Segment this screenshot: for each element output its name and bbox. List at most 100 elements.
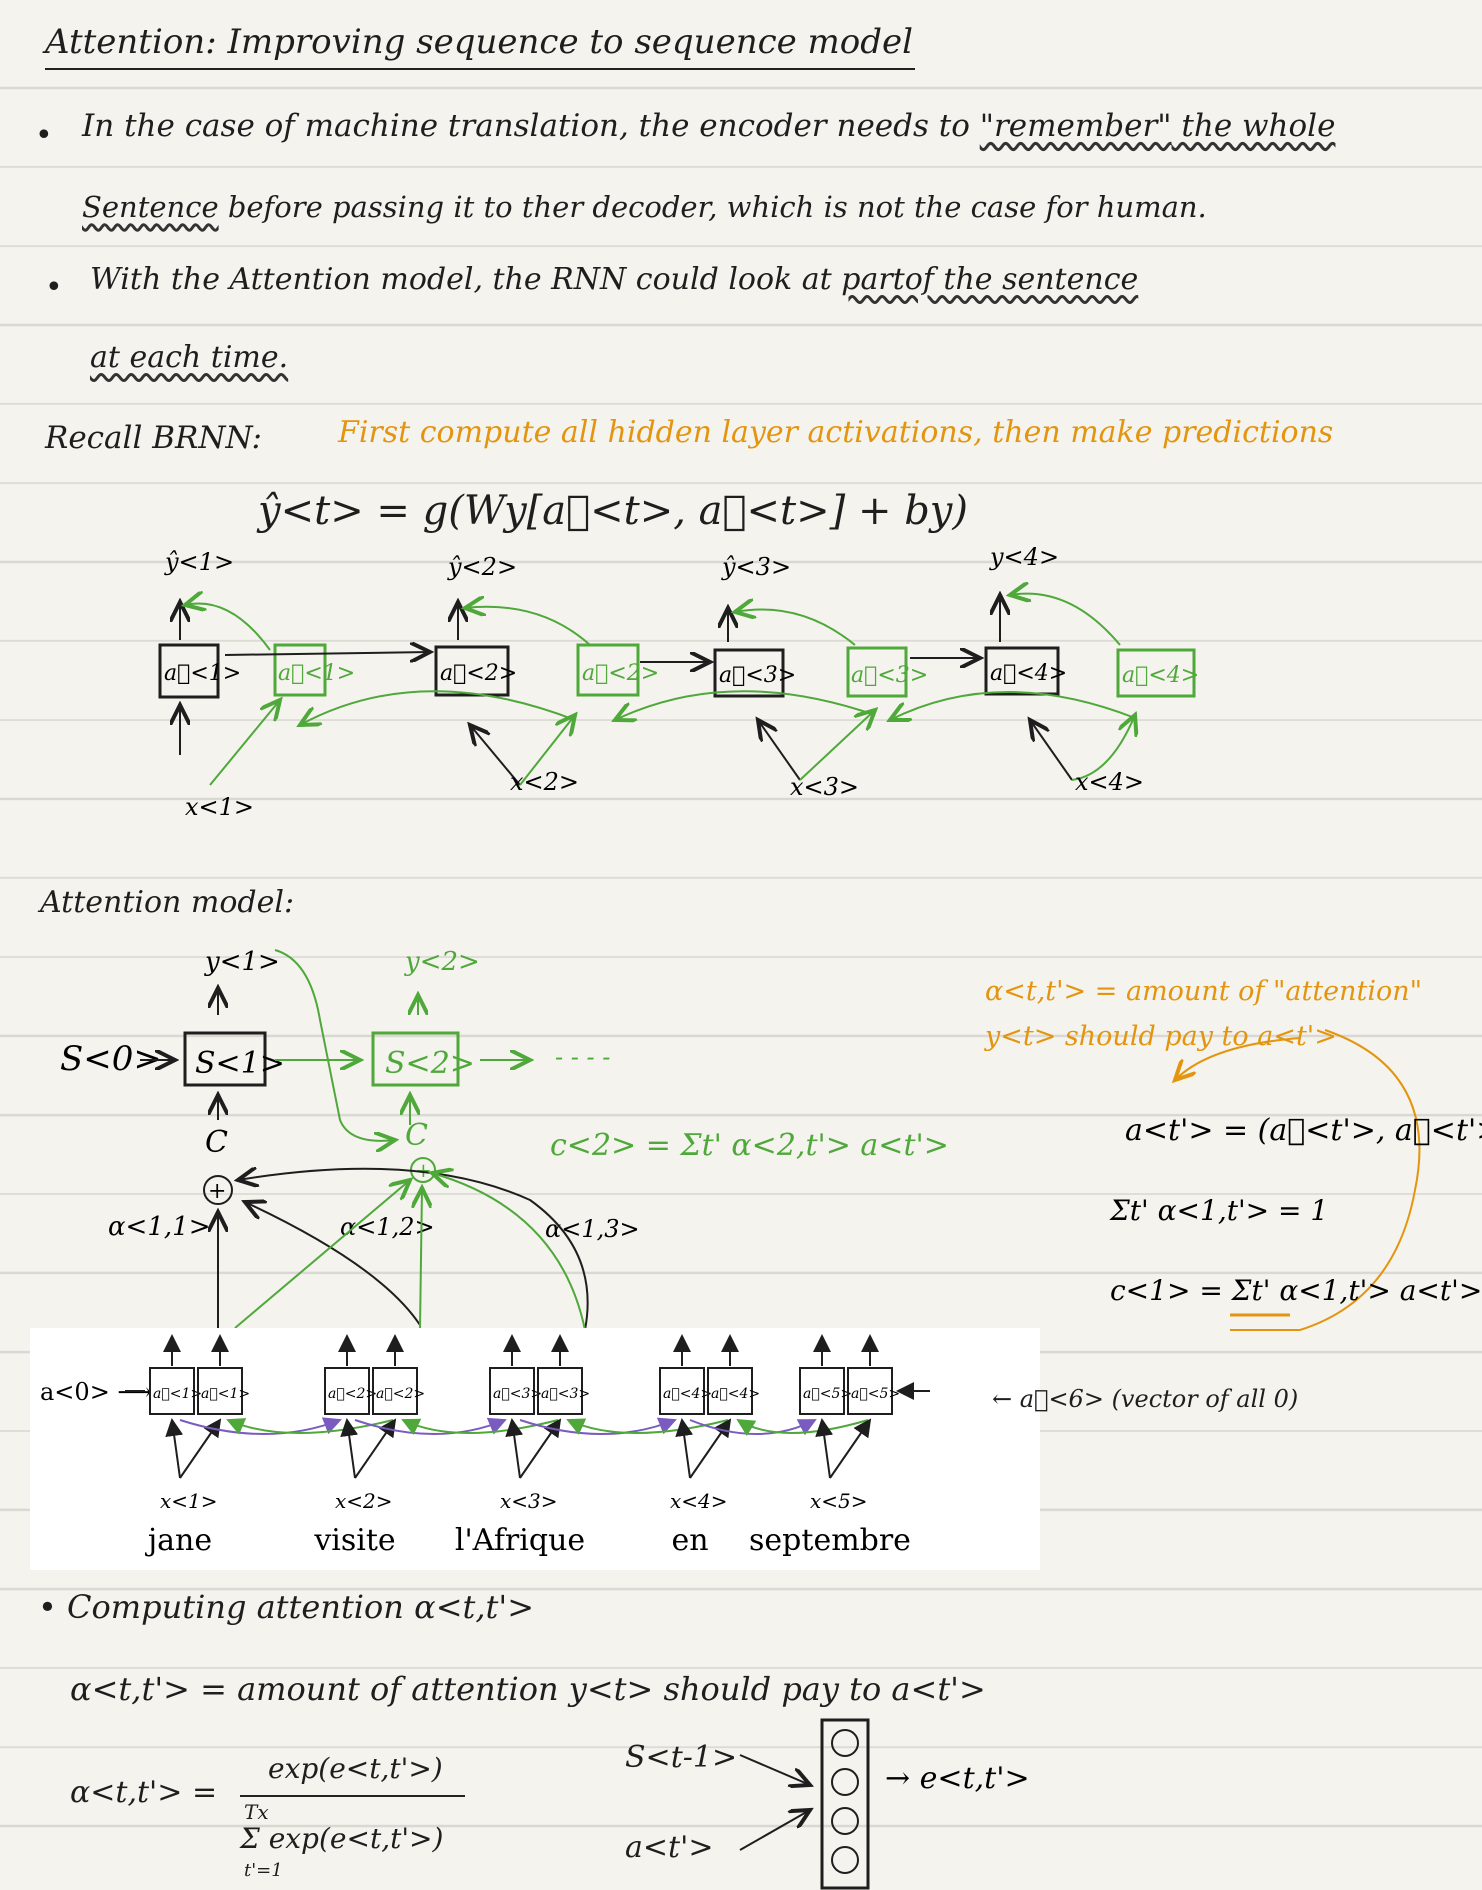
enc-input-arrow [815, 1418, 834, 1479]
enc-forward-link [179, 1417, 342, 1435]
enc-backward-link [401, 1418, 559, 1436]
fwd-cell-2 [434, 645, 510, 697]
bwd-cell-label-3: a⃖<3> [851, 663, 928, 688]
enc-bwd-cell [197, 1367, 243, 1415]
decoder-state-s1 [183, 1031, 267, 1087]
sum-node-2-plus: + [415, 1158, 432, 1182]
enc-input-label: x<2> [335, 1489, 393, 1513]
brnn-output-3: ŷ<3> [721, 553, 791, 581]
brnn-diagram: ŷ<1> a⃗<1> a⃖<1> x<1> ŷ<2> a⃗<2> a⃖<2> x… [158, 543, 1199, 821]
bwd-cell-1 [273, 643, 327, 697]
enc-fwd-cell [659, 1367, 705, 1415]
enc-fwd-label: a⃗<4> [663, 1386, 712, 1402]
enc-bwd-label: a⃖<2> [376, 1386, 425, 1402]
enc-bwd-label: a⃖<3> [541, 1386, 590, 1402]
fwd-cell-label-1: a⃗<1> [164, 661, 241, 686]
bullet-dot: • [45, 270, 63, 305]
enc-input-label: x<5> [810, 1489, 868, 1513]
sum-alpha-one: Σt' α<1,t'> = 1 [1109, 1194, 1328, 1227]
enc-bwd-label: a⃖<5> [851, 1386, 900, 1402]
enc-fwd-label: a⃗<2> [328, 1386, 377, 1402]
bwd-cell-label-1: a⃖<1> [278, 661, 355, 686]
neuron [831, 1846, 859, 1874]
brnn-formula: ŷ<t> = g(Wy[a⃗<t>, a⃖<t>] + by) [258, 488, 968, 534]
softmax-den-top: Tx [244, 1800, 269, 1824]
bwd-cell-2 [576, 643, 640, 697]
fwd-cell-label-2: a⃗<2> [440, 661, 517, 686]
enc-bwd-label: a⃖<4> [711, 1386, 760, 1402]
brnn-step-4: y<4> a⃗<4> a⃖<4> x<4> [890, 543, 1199, 796]
softmax-numerator: exp(e<t,t'>) [268, 1752, 443, 1785]
enc-input-arrow [340, 1418, 359, 1479]
attention-diagram: y<1> y<2> S<0> S<1> S<2> - - - - C C + +… [60, 947, 1482, 1331]
c1-formula: c<1> = Σt' α<1,t'> a<t'> [1110, 1274, 1482, 1307]
attention-c2: C [405, 1118, 428, 1153]
sum-node-1-plus: + [208, 1179, 226, 1204]
enc-bwd-cell [847, 1367, 893, 1415]
enc-fwd-label: a⃗<1> [153, 1386, 202, 1402]
bullet-2-line-1: With the Attention model, the RNN could … [90, 262, 1139, 297]
enc-input-label: x<3> [500, 1489, 558, 1513]
bullet-2-line-2: at each time. [90, 340, 289, 375]
bwd-cell-label-2: a⃖<2> [582, 661, 659, 686]
enc-input-arrow [689, 1418, 732, 1479]
bwd-cell-3 [846, 646, 908, 698]
bullet-1-line-2: Sentence before passing it to ther decod… [82, 190, 1207, 224]
computing-definition: α<t,t'> = amount of attention y<t> shoul… [70, 1670, 986, 1708]
fwd-cell-label-4: a⃗<4> [990, 661, 1067, 686]
brnn-input-3: x<3> [790, 773, 859, 801]
enc-bwd-cell [372, 1367, 418, 1415]
bwd-cell-4 [1116, 648, 1196, 698]
enc-input-label: x<1> [160, 1489, 218, 1513]
enc-backward-link [226, 1418, 394, 1435]
brnn-step-1: ŷ<1> a⃗<1> a⃖<1> x<1> [158, 548, 355, 821]
orange-def-line-2: y<t> should pay to a<t'> [984, 1021, 1337, 1052]
enc-backward-link [566, 1418, 729, 1435]
computing-heading: • Computing attention α<t,t'> [38, 1588, 534, 1626]
recall-label: Recall BRNN: [45, 420, 262, 456]
bullet-dot: • [38, 1588, 68, 1626]
enc-forward-link [519, 1417, 677, 1435]
enc-word: visite [313, 1523, 395, 1558]
enc-fwd-cell [799, 1367, 845, 1415]
decoder-state-s2 [371, 1031, 460, 1087]
enc-input-arrow [165, 1418, 184, 1479]
page-title: Attention: Improving sequence to sequenc… [45, 22, 915, 70]
brnn-input-1: x<1> [185, 793, 254, 821]
bullet-1-line-1: In the case of machine translation, the … [82, 108, 1336, 144]
enc-fwd-label: a⃗<3> [493, 1386, 542, 1402]
enc-fwd-cell [149, 1367, 195, 1415]
alpha-1-3: α<1,3> [545, 1215, 640, 1243]
enc-bwd-cell [537, 1367, 583, 1415]
e-output: → e<t,t'> [885, 1761, 1030, 1796]
enc-word: jane [145, 1523, 212, 1558]
attention-c1: C [205, 1125, 228, 1160]
enc-word: l'Afrique [455, 1523, 585, 1558]
attention-s1-label: S<1> [195, 1046, 285, 1081]
enc-backward-link [736, 1418, 869, 1437]
attention-label: Attention model: [40, 885, 295, 920]
a-definition: a<t'> = (a⃗<t'>, a⃖<t'>) [1125, 1113, 1482, 1148]
neuron [831, 1729, 859, 1757]
attention-y1: y<1> [204, 947, 280, 977]
small-net: → e<t,t'> [739, 1718, 1030, 1890]
enc-bwd-label: a⃖<1> [201, 1386, 250, 1402]
encoder-figure-svg: a<0> ⟶ a⃗<1>a⃖<1>x<1>janea⃗<2>a⃖<2>x<2>v… [40, 1334, 930, 1558]
enc-word: septembre [749, 1523, 911, 1558]
sum-node-1 [203, 1175, 233, 1205]
enc-word: en [671, 1523, 708, 1558]
fwd-cell-3 [713, 648, 785, 698]
attention-dots: - - - - [555, 1043, 610, 1071]
brnn-step-2: ŷ<2> a⃗<2> a⃖<2> x<2> [224, 553, 659, 796]
attention-s2-label: S<2> [385, 1046, 475, 1081]
orange-def-line-1: α<t,t'> = amount of "attention" [985, 976, 1422, 1007]
s-prev-label: S<t-1> [625, 1740, 738, 1775]
enc-forward-link [354, 1417, 507, 1435]
brnn-input-4: x<4> [1075, 768, 1144, 796]
a6-note: ← a⃖<6> (vector of all 0) [992, 1385, 1299, 1413]
bullet-dot: • [35, 118, 53, 153]
enc-fwd-cell [324, 1367, 370, 1415]
enc-fwd-cell [489, 1367, 535, 1415]
